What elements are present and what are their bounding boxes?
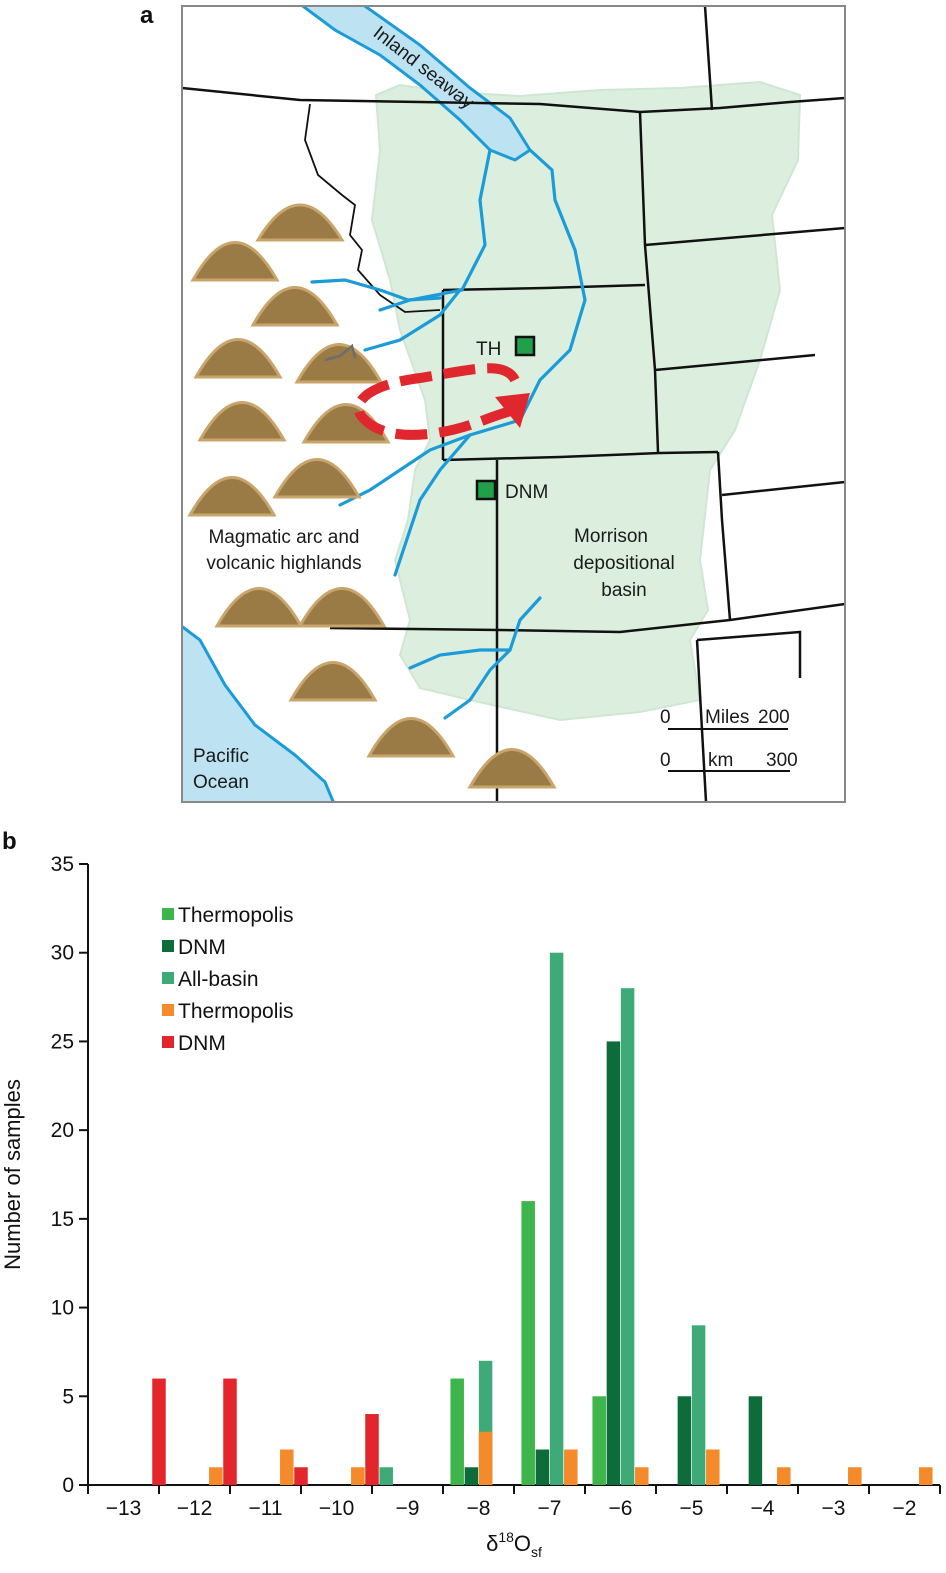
x-tick-label: −8 [467,1497,491,1520]
scale-bar [668,728,790,772]
x-axis-label: δ18Osf [486,1529,542,1560]
bar-series-0 [521,1201,535,1485]
legend-swatch [162,1004,174,1016]
bar-series-3 [635,1467,649,1485]
bar-series-3 [280,1449,294,1485]
x-tick-label: −10 [319,1497,355,1520]
panel-b-label: b [2,828,17,855]
pacific-ocean [182,624,335,802]
legend-swatch [162,908,174,920]
bar-series-3 [706,1449,720,1485]
x-axis-label-sub: sf [531,1544,542,1560]
bar-series-1 [748,1396,763,1485]
x-tick-label: −3 [822,1497,846,1520]
bar-series-1 [464,1467,479,1485]
th-site-marker [514,335,536,357]
legend-label: All-basin [178,968,259,991]
legend-swatch [162,940,174,952]
legend-swatch [162,972,174,984]
scale-miles-unit: Miles [705,707,749,728]
bar-series-0 [450,1378,464,1485]
y-tick-label: 5 [62,1385,74,1408]
y-tick-label: 35 [51,853,74,876]
map-frame [181,5,846,803]
x-tick-label: −6 [609,1497,633,1520]
x-axis-label-o: O [514,1531,531,1556]
basin-label-line3: basin [601,580,646,601]
basin-label-line2: depositional [573,553,674,574]
bar-series-2 [379,1467,393,1485]
scale-km-max: 300 [766,750,798,771]
arc-label-line2: volcanic highlands [206,553,361,574]
x-axis-label-sup: 18 [498,1529,514,1545]
scale-miles-zero: 0 [660,707,671,728]
y-axis-label: Number of samples [0,1079,25,1270]
arc-label-line1: Magmatic arc and [208,527,359,548]
paleogeographic-map: Inland seaway TH DNM Magmatic arc and vo… [181,5,846,803]
rivers [310,148,587,720]
bar-series-4 [152,1378,166,1485]
th-site-label: TH [476,339,501,360]
ocean-label-line2: Ocean [193,772,249,793]
scale-km-zero: 0 [660,750,671,771]
legend-label: Thermopolis [178,1000,294,1023]
legend-label: DNM [178,1032,226,1055]
x-tick-label: −2 [893,1497,917,1520]
x-tick-label: −9 [396,1497,420,1520]
y-tick-label: 0 [62,1474,74,1497]
bar-series-2 [691,1325,706,1485]
x-tick-label: −4 [751,1497,775,1520]
y-tick-label: 15 [51,1208,74,1231]
coast-border [304,103,441,313]
basin-label-line1: Morrison [574,526,648,547]
bar-series-2 [549,952,564,1485]
volcanic-highlands [187,203,557,789]
x-tick-label: −5 [680,1497,704,1520]
state-boundaries [182,6,845,802]
y-tick-label: 20 [51,1119,74,1142]
dnm-site-label: DNM [505,482,548,503]
dnm-site-marker [475,479,497,501]
ocean-label-line1: Pacific [193,746,249,767]
panel-a-label: a [140,2,154,29]
bar-series-1 [677,1396,692,1485]
bar-series-3 [351,1467,365,1485]
bar-series-0 [592,1396,606,1485]
y-axis: 0 5 10 15 20 25 30 35 [51,853,89,1497]
bar-series-3 [209,1467,223,1485]
inland-seaway [300,6,533,162]
bar-series-4 [365,1414,379,1485]
y-tick-label: 25 [51,1030,74,1053]
bar-series-3 [777,1467,791,1485]
bar-series-3 [848,1467,862,1485]
highland-ridge [324,343,357,362]
x-axis-label-delta: δ [486,1531,498,1556]
x-tick-label: −13 [106,1497,142,1520]
bar-series-2 [620,988,635,1485]
bars [152,952,933,1485]
x-tick-label: −11 [248,1497,282,1520]
legend-label: Thermopolis [178,904,294,927]
bar-series-3 [478,1431,493,1485]
bar-series-4 [294,1467,308,1485]
scale-miles-max: 200 [758,707,790,728]
legend-label: DNM [178,936,226,959]
legend-swatch [162,1036,174,1048]
bar-series-3 [564,1449,578,1485]
bar-series-3 [919,1467,933,1485]
bar-series-1 [535,1449,550,1485]
migration-arrow [353,363,530,440]
scale-km-unit: km [708,750,733,771]
x-tick-label: −7 [538,1497,562,1520]
x-tick-label: −12 [177,1497,213,1520]
y-tick-label: 10 [51,1297,74,1320]
bar-series-4 [223,1378,237,1485]
x-axis: −13 −12 −11 −10 −9 −8 −7 −6 −5 −4 −3 −2 [87,1484,941,1520]
y-tick-label: 30 [51,942,74,965]
bar-series-1 [606,1041,621,1485]
